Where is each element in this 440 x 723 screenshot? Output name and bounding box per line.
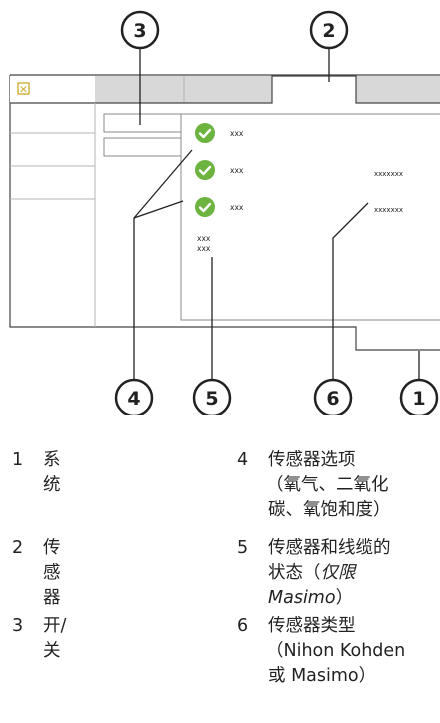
legend-text-italic: Masimo [268, 588, 336, 608]
status-text: xxx [197, 244, 211, 253]
sensor-option-row[interactable]: xxx [195, 123, 244, 143]
callout-4: 4 [114, 378, 154, 415]
diagram: × xxx xxx xxx xxx xxx xxxxxxx xxxxxxx [9, 10, 440, 415]
svg-text:3: 3 [133, 20, 146, 42]
status-text: xxx [197, 234, 211, 243]
callout-3: 3 [120, 10, 160, 50]
legend-text: （氧气、二氧化 [266, 475, 389, 495]
on-off-field-secondary[interactable] [103, 137, 182, 157]
sensor-option-label: xxx [230, 129, 244, 138]
sensor-option-row[interactable]: xxx [195, 160, 244, 180]
legend-item-6: 6 传感器类型 （Nihon Kohden 或 Masimo） [237, 614, 437, 694]
legend-text: 传感器类型 [268, 616, 356, 636]
svg-text:1: 1 [412, 388, 425, 410]
check-icon [195, 160, 215, 180]
window-frame [9, 75, 440, 351]
legend-text-italic: 仅限 [320, 563, 356, 583]
check-icon [195, 123, 215, 143]
svg-text:4: 4 [127, 388, 140, 410]
legend-text: 或 Masimo） [268, 666, 377, 686]
legend-text: （Nihon Kohden [266, 641, 406, 661]
callout-6: 6 [313, 378, 353, 415]
check-icon [195, 197, 215, 217]
sensor-option-label: xxx [230, 203, 244, 212]
leader-line [133, 200, 184, 383]
legend-number: 1 [12, 450, 24, 470]
legend-number: 3 [12, 616, 24, 636]
legend-item-4: 4 传感器选项 （氧气、二氧化 碳、氧饱和度） [237, 448, 437, 528]
legend-text: ） [335, 588, 354, 608]
legend-number: 6 [237, 616, 249, 636]
svg-text:2: 2 [322, 20, 335, 42]
legend-text: 状态（ [268, 563, 321, 583]
leader-line [133, 149, 193, 219]
legend-text: 碳、氧饱和度） [268, 500, 391, 520]
svg-text:5: 5 [205, 388, 218, 410]
callout-1: 1 [399, 378, 439, 415]
legend-number: 5 [237, 538, 249, 558]
callout-2: 2 [309, 10, 349, 50]
close-glyph: × [19, 83, 28, 96]
legend-text: 开/关 [43, 616, 67, 661]
legend-text: 传感器 [43, 538, 61, 608]
sensor-panel [180, 113, 440, 321]
tab-other[interactable] [356, 76, 440, 103]
on-off-field[interactable] [103, 113, 182, 133]
sensor-type-text: xxxxxxx [374, 170, 403, 178]
legend-item-5: 5 传感器和线缆的 状态（仅限 Masimo） [237, 536, 437, 616]
legend-text: 传感器和线缆的 [268, 538, 391, 558]
sensor-option-label: xxx [230, 166, 244, 175]
leader-line [332, 202, 369, 382]
legend-number: 4 [237, 450, 249, 470]
callout-5: 5 [192, 378, 232, 415]
close-icon[interactable] [17, 82, 30, 95]
sensor-option-row[interactable]: xxx [195, 197, 244, 217]
legend-number: 2 [12, 538, 24, 558]
legend-text: 传感器选项 [268, 450, 356, 470]
legend-text: 系统 [43, 450, 61, 495]
active-tab-outline [10, 75, 440, 104]
svg-text:6: 6 [326, 388, 339, 410]
sensor-type-text: xxxxxxx [374, 206, 403, 214]
